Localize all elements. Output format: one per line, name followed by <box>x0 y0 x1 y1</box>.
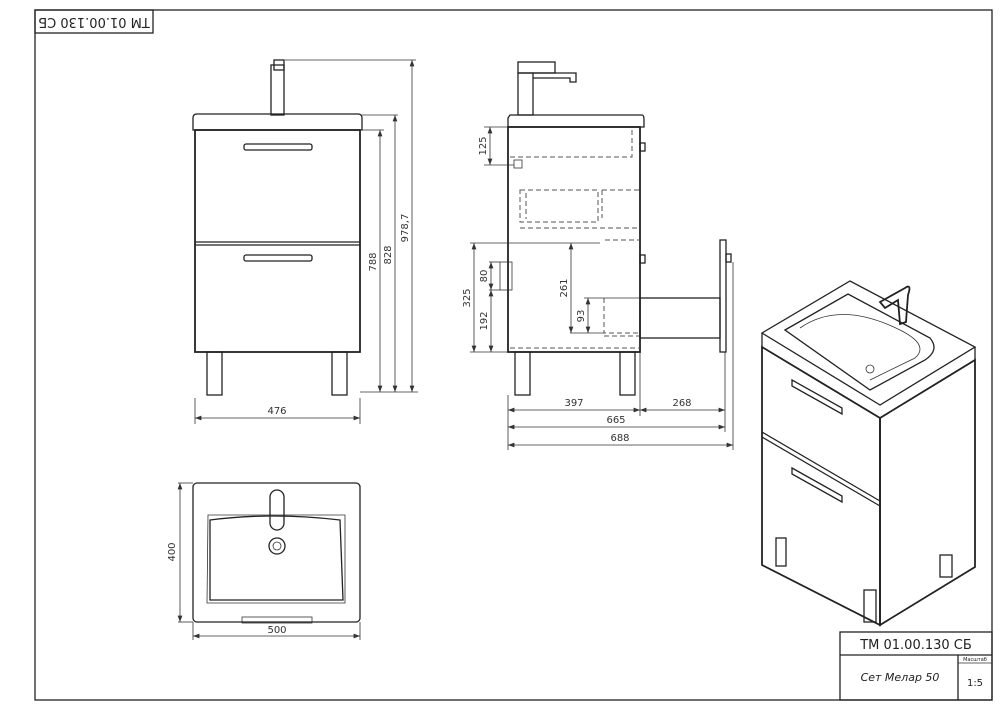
dim-height-faucet: 978,7 <box>400 214 411 243</box>
dim-top-depth: 400 <box>167 542 178 561</box>
scale-label: Масштаб <box>963 657 987 663</box>
dim-192: 192 <box>479 311 490 330</box>
faucet <box>270 64 285 116</box>
iso-front <box>761 345 881 627</box>
iso-faucet <box>878 285 911 326</box>
drain <box>268 537 286 555</box>
dim-261: 261 <box>559 278 570 297</box>
dim-drawer-out: 268 <box>672 398 691 409</box>
leg <box>939 554 953 578</box>
dim-height-total: 828 <box>383 245 394 264</box>
drawing-code: ТМ 01.00.130 СБ <box>859 638 972 653</box>
leg <box>206 351 223 396</box>
drawer-handle <box>791 466 843 504</box>
leg <box>619 351 636 396</box>
inverted-stamp: ТМ 01.00.130 СБ <box>34 9 154 34</box>
front-view: 476 788 828 978,7 <box>192 59 418 424</box>
drawing-name: Сет Мелар 50 <box>861 671 940 684</box>
dim-width: 476 <box>267 406 286 417</box>
faucet <box>517 72 534 116</box>
countertop <box>192 113 363 131</box>
dim-depth-total: 665 <box>606 415 625 426</box>
leg <box>863 589 877 623</box>
dim-top-width: 500 <box>267 625 286 636</box>
dim-depth-overall: 688 <box>610 433 629 444</box>
drawer-handle <box>243 143 313 151</box>
cabinet-body <box>194 129 361 353</box>
dim-height-body: 788 <box>368 252 379 271</box>
dim-depth-body: 397 <box>564 398 583 409</box>
side-view: 397 268 665 688 125 325 80 192 261 93 <box>462 61 734 450</box>
top-view: 400 500 <box>167 482 361 640</box>
iso-side <box>879 358 976 627</box>
leg <box>331 351 348 396</box>
isometric-view <box>760 280 977 627</box>
dim-125: 125 <box>478 136 489 155</box>
countertop <box>507 114 645 128</box>
basin-bowl <box>209 515 344 601</box>
stamp-code: ТМ 01.00.130 СБ <box>38 14 151 29</box>
drawer-pulled-out <box>639 297 721 339</box>
drawer-handle <box>791 378 843 416</box>
leg <box>514 351 531 396</box>
dim-80: 80 <box>479 270 490 283</box>
basin-outline <box>192 482 361 623</box>
cabinet-body <box>507 126 641 353</box>
scale-value: 1:5 <box>967 678 983 689</box>
iso-basin <box>783 293 935 391</box>
dim-93: 93 <box>576 310 587 323</box>
dim-325: 325 <box>462 288 473 307</box>
leg <box>775 537 787 567</box>
title-block: ТМ 01.00.130 СБ Сет Мелар 50 Масштаб 1:5 <box>839 631 993 701</box>
faucet <box>269 489 285 531</box>
drawing-frame <box>34 9 993 701</box>
drawer-handle <box>243 254 313 262</box>
